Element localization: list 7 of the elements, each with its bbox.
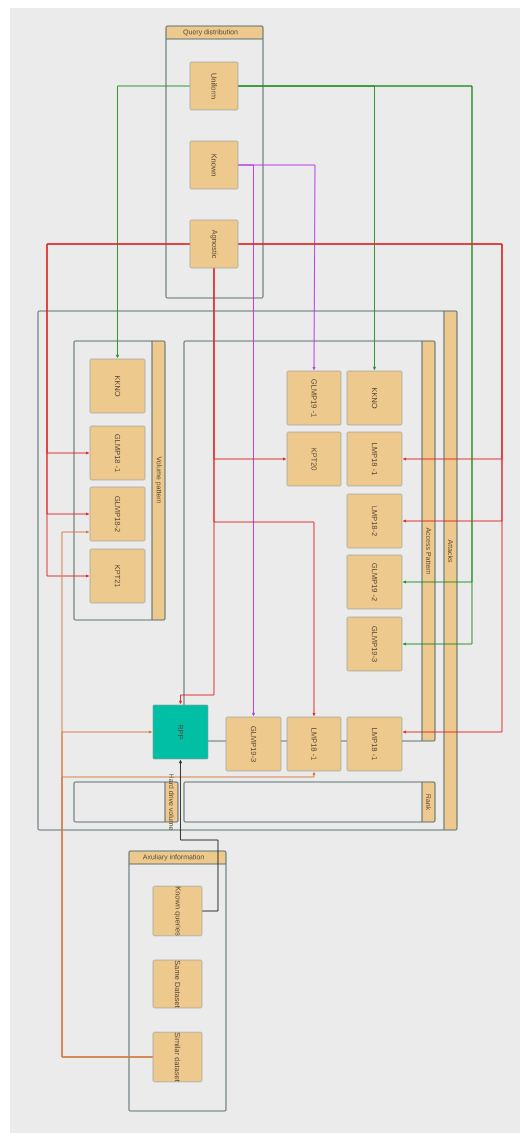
arrow — [46, 243, 191, 578]
arrow — [237, 164, 316, 370]
arrow — [116, 85, 191, 358]
arrow — [179, 760, 219, 912]
arrow — [61, 772, 316, 1058]
arrow — [237, 243, 503, 734]
arrow — [213, 267, 316, 716]
